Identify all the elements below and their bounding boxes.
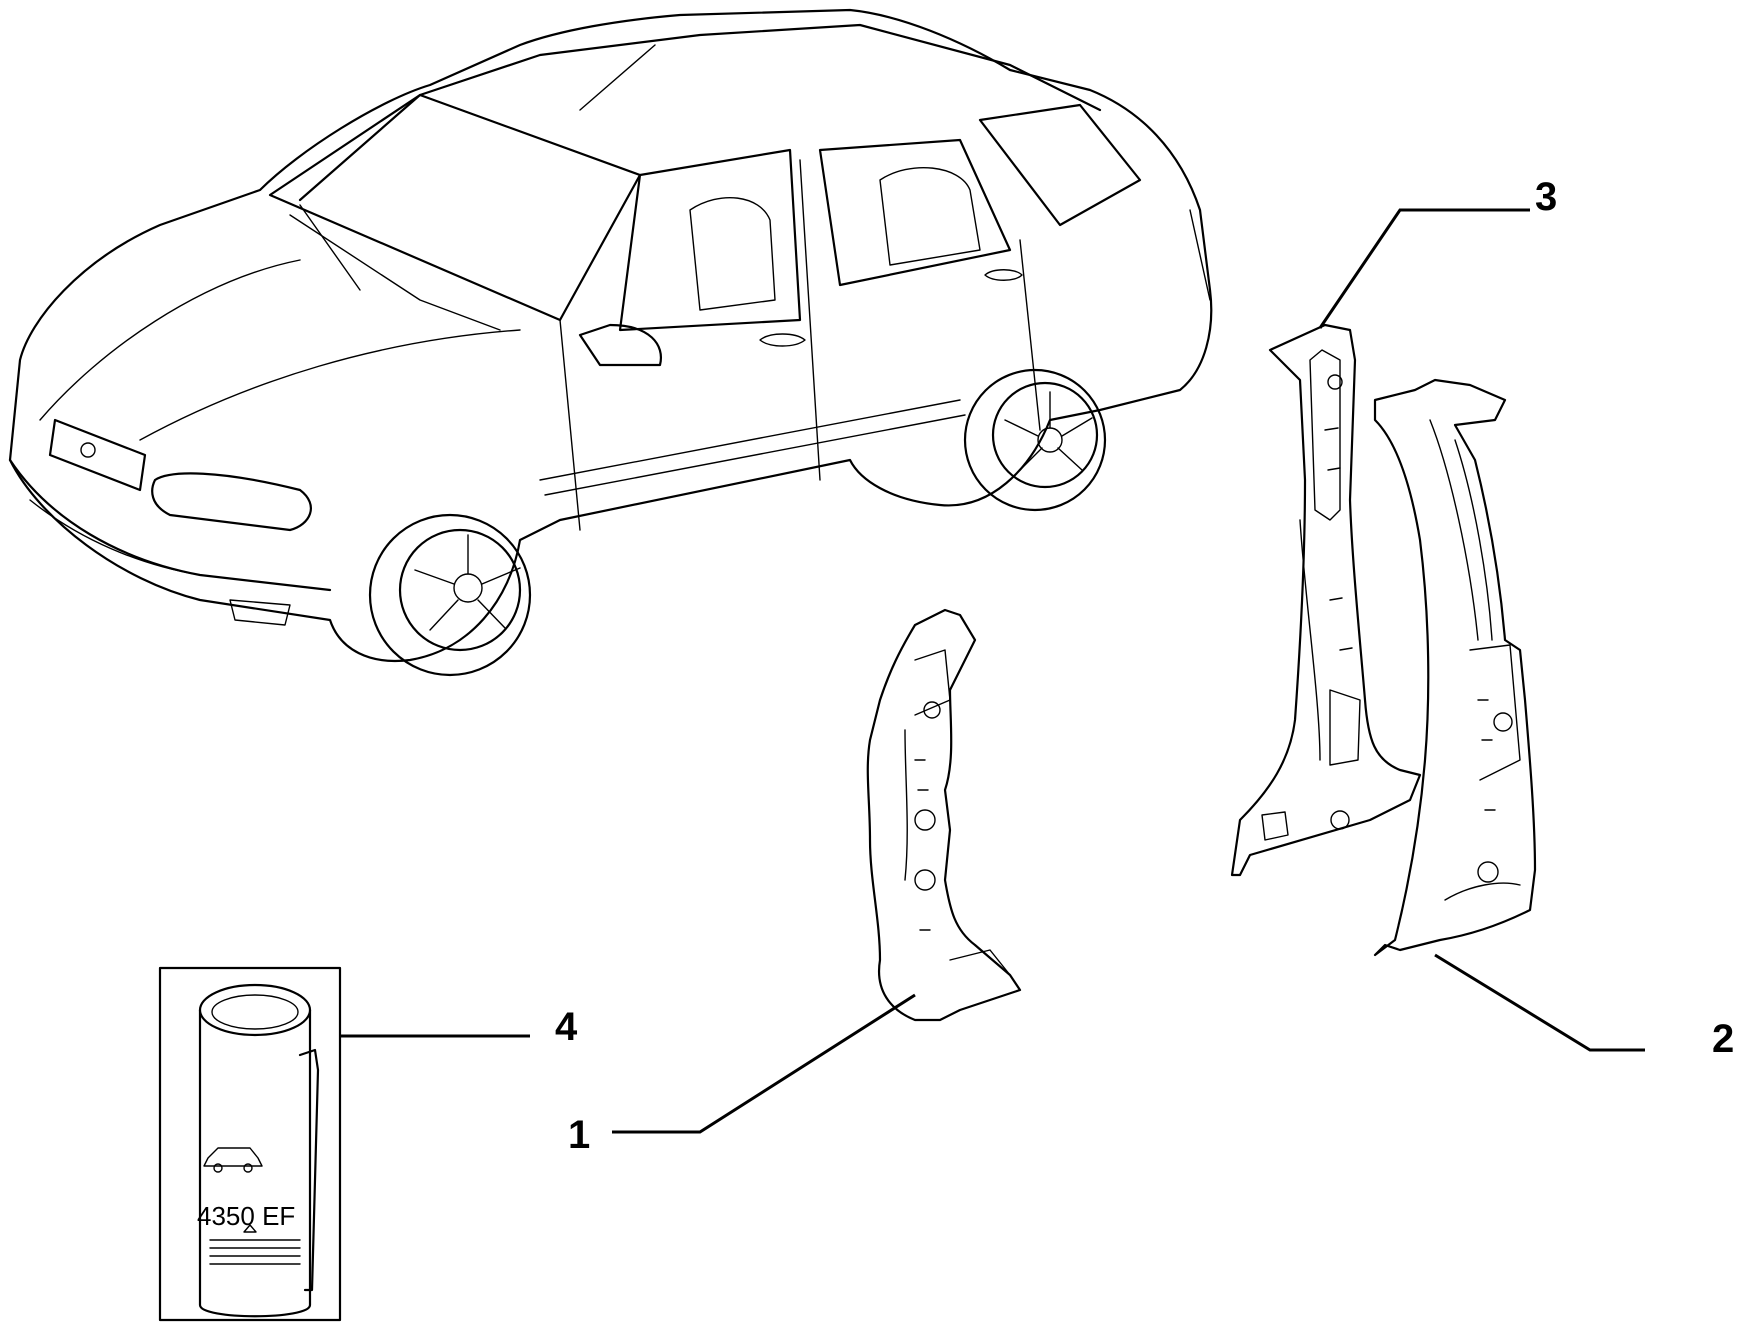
can-lid — [198, 983, 312, 1037]
part-2-pillar — [1373, 378, 1537, 957]
part-1-pillar — [866, 608, 1022, 1022]
can-code-text: 4350 EF — [197, 1201, 295, 1231]
leader-line-3 — [1318, 208, 1530, 329]
callout-1: 1 — [568, 1113, 590, 1157]
leader-line-2 — [1434, 953, 1645, 1052]
callout-2: 2 — [1712, 1017, 1734, 1061]
callout-3: 3 — [1535, 175, 1557, 219]
callout-4: 4 — [555, 1005, 578, 1049]
part-3-pillar — [1230, 323, 1422, 877]
car-illustration — [8, 8, 1213, 677]
callout-numbers: 1 2 3 4 — [555, 175, 1734, 1157]
part-4-sealant-can: 4350 EF — [158, 966, 342, 1322]
leader-line-1 — [612, 993, 916, 1134]
leader-lines — [340, 208, 1645, 1134]
part-4-frame — [158, 966, 342, 1322]
car-icon — [203, 1147, 263, 1167]
